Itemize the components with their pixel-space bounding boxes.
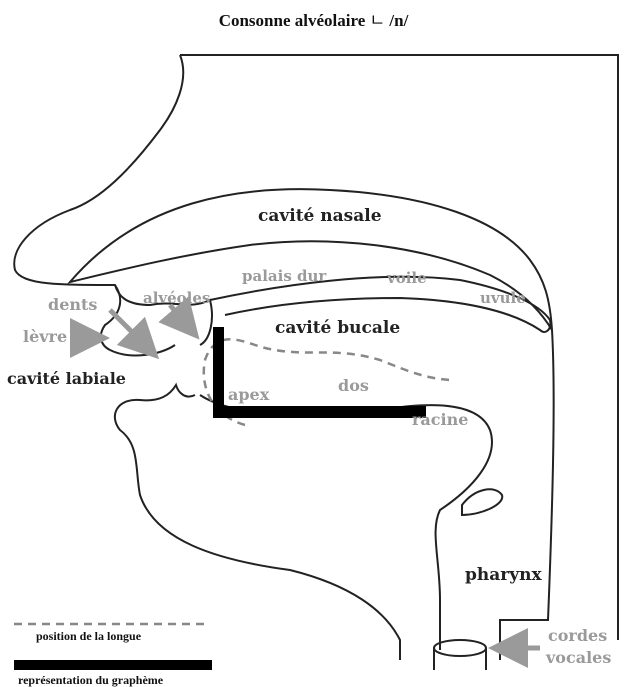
label-levre: lèvre [23, 327, 67, 346]
label-cavite-nasale: cavité nasale [258, 206, 382, 226]
label-cavite-labiale: cavité labiale [7, 369, 126, 388]
legend-tongue-position: position de la longue [36, 629, 142, 643]
pharynx-wall [500, 330, 554, 660]
label-voile: voile [386, 269, 427, 287]
label-racine: racine [412, 410, 468, 429]
arrow-alveoles [170, 305, 193, 332]
label-alveoles: alvéoles [143, 289, 210, 307]
label-dos: dos [338, 376, 369, 395]
arrow-dents [110, 310, 152, 352]
grapheme-vertical [213, 327, 224, 417]
label-vocales: vocales [545, 648, 611, 667]
label-apex: apex [228, 385, 270, 404]
label-uvule: uvule [480, 289, 526, 307]
face-profile [14, 55, 183, 355]
epiglottis [462, 489, 502, 515]
vocal-cords [434, 640, 486, 656]
label-dents: dents [48, 295, 97, 314]
grapheme-horizontal [213, 406, 426, 418]
legend-grapheme-bar [14, 660, 212, 670]
label-cordes: cordes [548, 626, 607, 645]
tongue-body [200, 395, 492, 650]
legend-grapheme: représentation du graphème [18, 673, 164, 687]
label-pharynx: pharynx [465, 565, 542, 585]
label-palais-dur: palais dur [242, 267, 327, 285]
label-cavite-bucale: cavité bucale [275, 318, 400, 338]
lower-jaw [115, 385, 400, 660]
